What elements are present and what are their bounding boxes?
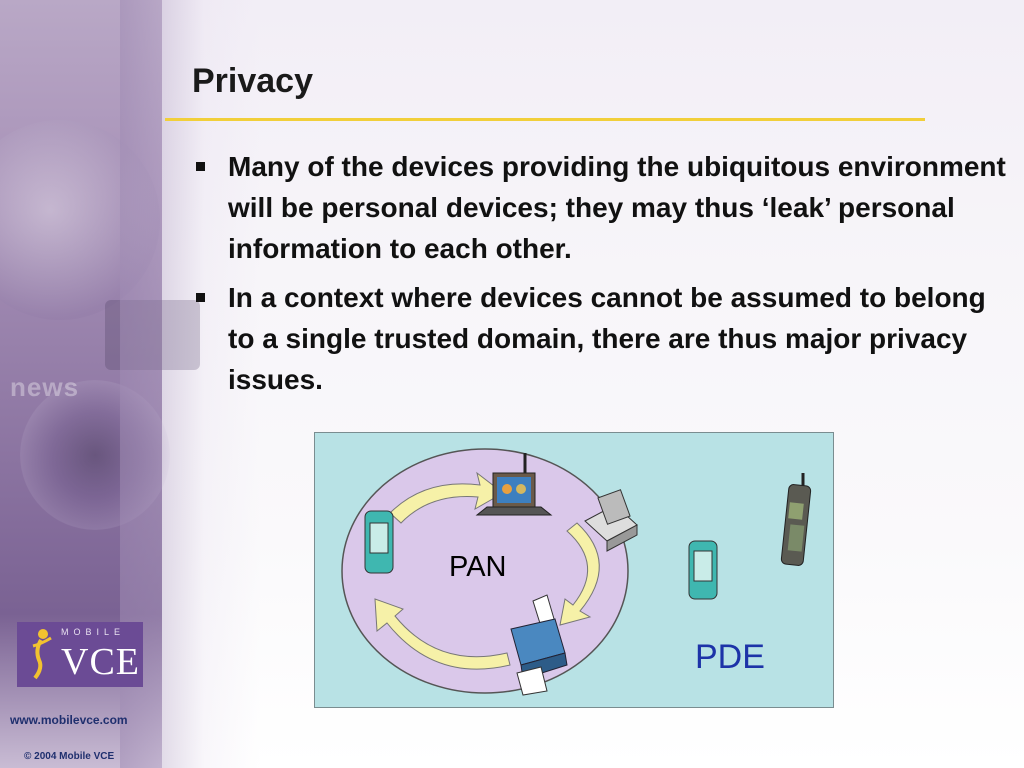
mobile-phone-icon [780,473,812,566]
copyright-text: © 2004 Mobile VCE [24,751,115,762]
laptop-icon [475,453,553,516]
bullet-text: In a context where devices cannot be ass… [228,282,986,395]
pan-pde-diagram: PAN PDE [314,432,834,708]
pan-cycle-arrows [374,471,600,670]
mobile-vce-logo: MOBILE VCE [17,622,143,687]
printer-icon [510,594,568,696]
website-link[interactable]: www.mobilevce.com [10,713,128,727]
scanner-icon [584,489,638,552]
title-underline [165,118,925,121]
logo-mobile-text: MOBILE [61,627,126,637]
square-bullet-icon [196,293,205,302]
sidebar-fade [120,0,260,768]
bullet-item: In a context where devices cannot be ass… [190,277,1010,400]
logo-vce-text: VCE [61,641,140,683]
diagram-graphics [341,448,812,696]
arrow-right [559,522,600,626]
pan-label: PAN [449,551,507,583]
sidebar-news-watermark: news [10,372,80,402]
arrow-bottom [374,598,511,670]
bullet-list: Many of the devices providing the ubiqui… [190,146,1010,408]
pde-label: PDE [695,638,765,676]
bullet-item: Many of the devices providing the ubiqui… [190,146,1010,269]
pda-icon [364,510,394,574]
figure-logo-icon [32,629,52,680]
pda-icon [688,540,718,600]
slide-title: Privacy [192,62,313,100]
bullet-text: Many of the devices providing the ubiqui… [228,151,1006,264]
square-bullet-icon [196,162,205,171]
